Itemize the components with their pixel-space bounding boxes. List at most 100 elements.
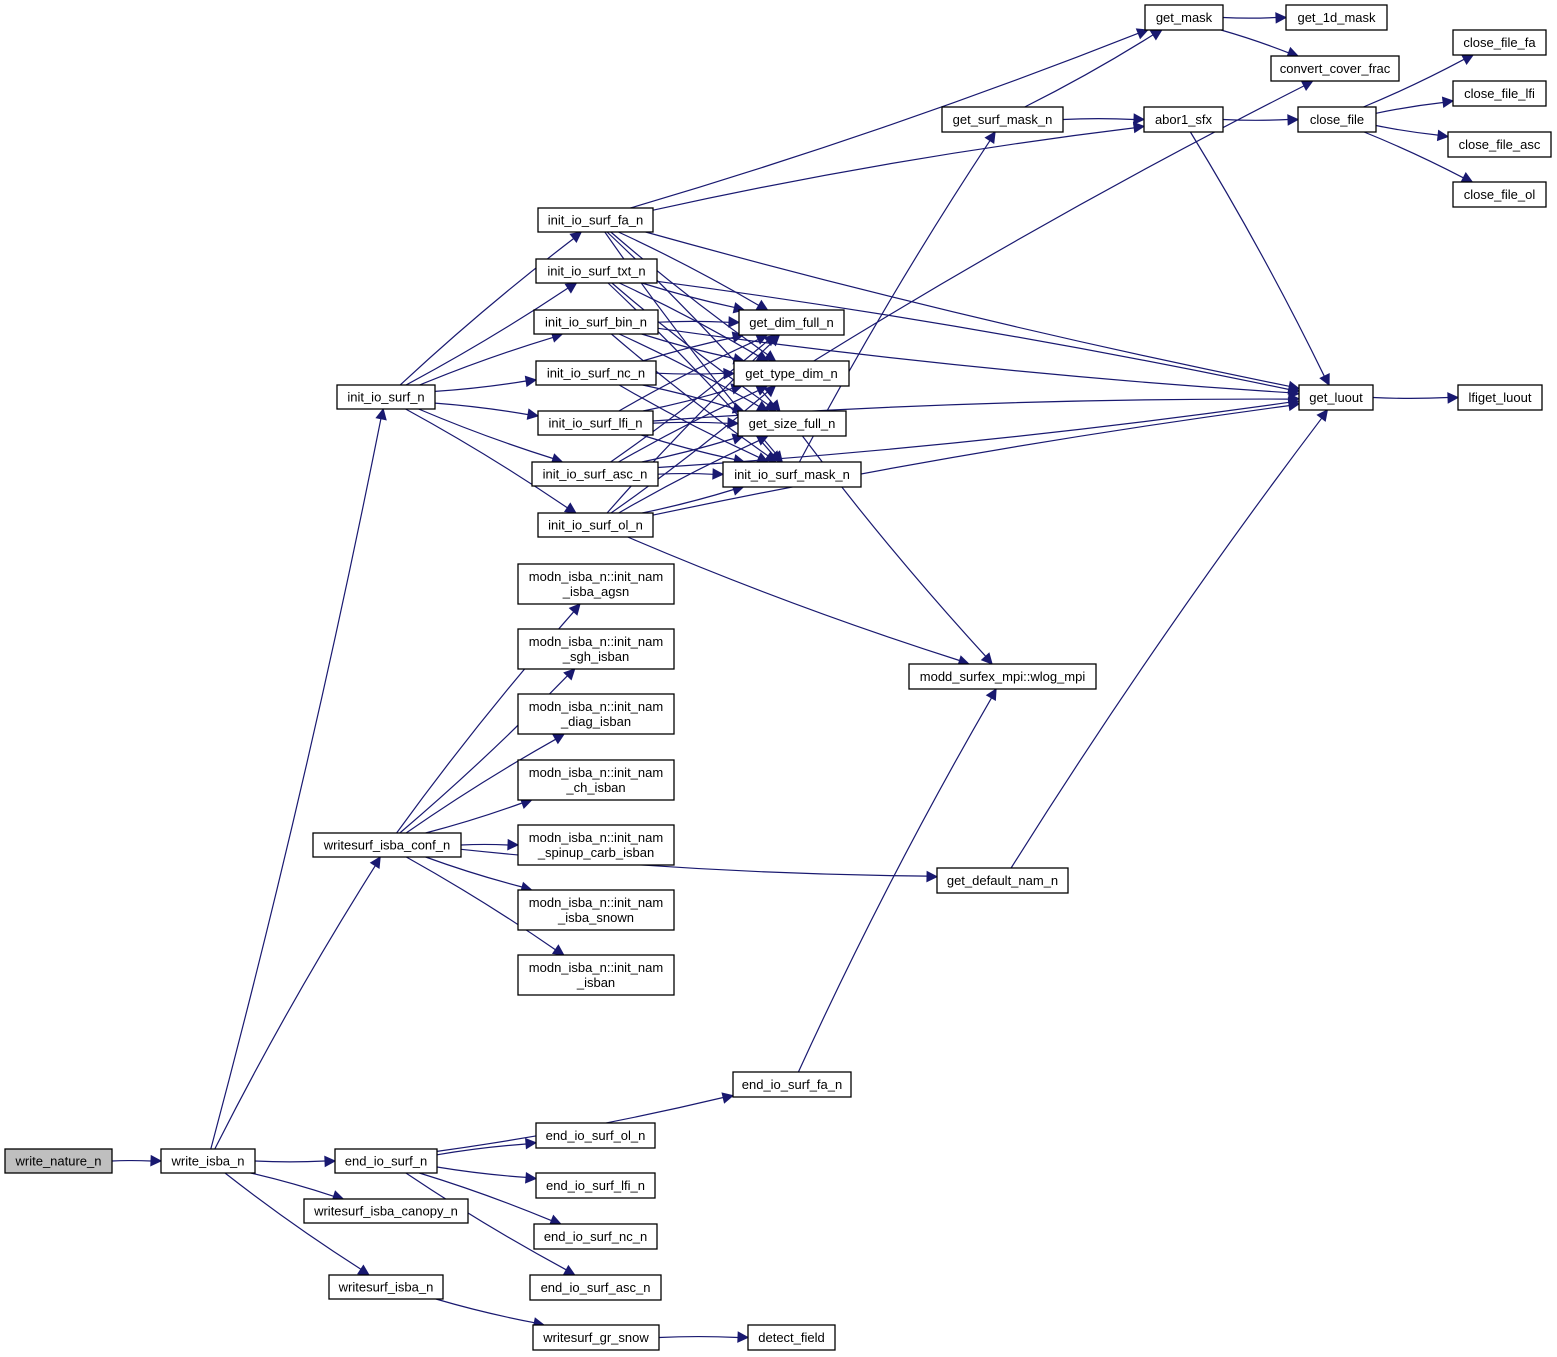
- node-label: writesurf_isba_conf_n: [323, 838, 450, 853]
- edge-line: [618, 440, 760, 514]
- arrowhead-icon: [712, 468, 725, 480]
- node-init_nam_diag_isban[interactable]: modn_isba_n::init_nam_diag_isban: [517, 693, 675, 735]
- node-label: get_type_dim_n: [745, 366, 838, 381]
- edge-writesurf_isba_n-to-writesurf_gr_snow: [435, 1298, 546, 1329]
- arrowhead-icon: [525, 1137, 538, 1150]
- node-end_io_surf_nc_n[interactable]: end_io_surf_nc_n: [533, 1223, 658, 1250]
- node-get_luout[interactable]: get_luout: [1298, 384, 1374, 411]
- node-label: modn_isba_n::init_nam: [529, 830, 663, 845]
- node-label: init_io_surf_nc_n: [547, 366, 645, 381]
- node-label: modn_isba_n::init_nam: [529, 895, 663, 910]
- node-box: [533, 309, 659, 335]
- node-label: end_io_surf_lfi_n: [546, 1178, 645, 1193]
- arrowhead-icon: [763, 385, 777, 398]
- edge-init_io_surf_txt_n-to-get_dim_full_n: [641, 282, 746, 314]
- node-get_1d_mask[interactable]: get_1d_mask: [1285, 4, 1388, 31]
- node-init_nam_spinup_carb_isban[interactable]: modn_isba_n::init_nam_spinup_carb_isban: [517, 824, 675, 866]
- node-box: [533, 1223, 658, 1250]
- arrowhead-icon: [1300, 80, 1314, 91]
- node-writesurf_isba_conf_n[interactable]: writesurf_isba_conf_n: [312, 832, 462, 858]
- arrowhead-icon: [1447, 392, 1460, 404]
- node-end_io_surf_ol_n[interactable]: end_io_surf_ol_n: [535, 1122, 656, 1149]
- edge-abor1_sfx-to-get_luout: [1189, 131, 1330, 387]
- nodes-layer: write_nature_n write_isba_n init_io_surf_n…: [4, 4, 1552, 1351]
- node-write_isba_n[interactable]: write_isba_n: [160, 1148, 256, 1174]
- edge-line: [1375, 124, 1439, 136]
- node-label: end_io_surf_fa_n: [742, 1077, 842, 1092]
- arrowhead-icon: [1133, 113, 1146, 125]
- arrowhead-icon: [755, 435, 769, 446]
- edge-get_mask-to-convert_cover_frac: [1220, 29, 1300, 58]
- edge-line: [1372, 396, 1449, 399]
- node-init_io_surf_bin_n[interactable]: init_io_surf_bin_n: [533, 309, 659, 335]
- node-box: [517, 954, 675, 996]
- edge-get_luout-to-lfiget_luout: [1372, 392, 1460, 404]
- node-end_io_surf_asc_n[interactable]: end_io_surf_asc_n: [529, 1274, 662, 1301]
- edge-abor1_sfx-to-close_file: [1222, 114, 1300, 126]
- edge-line: [652, 127, 1135, 211]
- node-label: get_luout: [1309, 390, 1363, 405]
- node-detect_field[interactable]: detect_field: [747, 1324, 836, 1351]
- node-init_io_surf_fa_n[interactable]: init_io_surf_fa_n: [537, 207, 654, 233]
- node-box: [1297, 106, 1377, 133]
- edge-line: [425, 856, 523, 888]
- edge-line: [254, 1160, 326, 1163]
- node-label: init_io_surf_lfi_n: [549, 416, 643, 431]
- edge-line: [434, 380, 527, 392]
- node-get_default_nam_n[interactable]: get_default_nam_n: [936, 867, 1069, 894]
- node-abor1_sfx[interactable]: abor1_sfx: [1143, 106, 1224, 133]
- node-init_nam_isba_snown[interactable]: modn_isba_n::init_nam_isba_snown: [517, 889, 675, 931]
- node-wlog_mpi[interactable]: modd_surfex_mpi::wlog_mpi: [908, 663, 1097, 690]
- arrowhead-icon: [569, 231, 583, 244]
- node-get_mask[interactable]: get_mask: [1144, 4, 1224, 31]
- node-init_io_surf_mask_n[interactable]: init_io_surf_mask_n: [722, 461, 862, 488]
- node-label: detect_field: [758, 1330, 825, 1345]
- edge-line: [642, 336, 734, 362]
- node-init_io_surf_n[interactable]: init_io_surf_n: [336, 384, 436, 410]
- arrowhead-icon: [552, 733, 566, 745]
- node-label: modn_isba_n::init_nam: [529, 765, 663, 780]
- node-init_io_surf_ol_n[interactable]: init_io_surf_ol_n: [537, 512, 654, 538]
- edge-init_io_surf_n-to-init_io_surf_lfi_n: [434, 402, 540, 420]
- edge-line: [652, 405, 1290, 516]
- arrowhead-icon: [1287, 114, 1300, 126]
- node-init_io_surf_lfi_n[interactable]: init_io_surf_lfi_n: [537, 410, 654, 436]
- node-end_io_surf_lfi_n[interactable]: end_io_surf_lfi_n: [535, 1172, 656, 1199]
- node-lfiget_luout[interactable]: lfiget_luout: [1457, 384, 1543, 411]
- node-init_io_surf_txt_n[interactable]: init_io_surf_txt_n: [535, 258, 658, 284]
- node-label: write_nature_n: [15, 1154, 102, 1169]
- node-box: [537, 410, 654, 436]
- node-init_nam_isban[interactable]: modn_isba_n::init_nam_isban: [517, 954, 675, 996]
- edge-close_file-to-close_file_asc: [1375, 124, 1450, 142]
- node-init_io_surf_nc_n[interactable]: init_io_surf_nc_n: [535, 360, 657, 386]
- node-label: lfiget_luout: [1469, 390, 1532, 405]
- edge-get_mask-to-get_1d_mask: [1222, 12, 1288, 24]
- node-end_io_surf_n[interactable]: end_io_surf_n: [334, 1148, 438, 1174]
- node-write_nature_n[interactable]: write_nature_n: [4, 1148, 113, 1174]
- edge-writesurf_isba_conf_n-to-init_nam_isba_snown: [425, 856, 533, 893]
- arrowhead-icon: [563, 668, 576, 681]
- node-get_type_dim_n[interactable]: get_type_dim_n: [733, 360, 850, 387]
- node-close_file_asc[interactable]: close_file_asc: [1447, 131, 1552, 158]
- node-writesurf_gr_snow[interactable]: writesurf_gr_snow: [532, 1324, 660, 1351]
- edge-writesurf_gr_snow-to-detect_field: [658, 1331, 750, 1343]
- node-get_size_full_n[interactable]: get_size_full_n: [737, 410, 847, 437]
- node-get_surf_mask_n[interactable]: get_surf_mask_n: [941, 106, 1064, 133]
- node-init_nam_isba_agsn[interactable]: modn_isba_n::init_nam_isba_agsn: [517, 563, 675, 605]
- edge-get_surf_mask_n-to-abor1_sfx: [1062, 113, 1146, 125]
- node-init_io_surf_asc_n[interactable]: init_io_surf_asc_n: [531, 461, 659, 487]
- node-close_file[interactable]: close_file: [1297, 106, 1377, 133]
- node-convert_cover_frac[interactable]: convert_cover_frac: [1270, 55, 1400, 82]
- node-init_nam_sgh_isban[interactable]: modn_isba_n::init_nam_sgh_isban: [517, 628, 675, 670]
- node-label: _sgh_isban: [562, 649, 630, 664]
- node-close_file_lfi[interactable]: close_file_lfi: [1452, 80, 1547, 107]
- node-close_file_fa[interactable]: close_file_fa: [1452, 29, 1547, 56]
- node-writesurf_isba_canopy_n[interactable]: writesurf_isba_canopy_n: [303, 1198, 469, 1224]
- arrowhead-icon: [524, 375, 538, 388]
- node-get_dim_full_n[interactable]: get_dim_full_n: [738, 309, 845, 336]
- node-end_io_surf_fa_n[interactable]: end_io_surf_fa_n: [732, 1071, 852, 1098]
- node-close_file_ol[interactable]: close_file_ol: [1452, 181, 1547, 208]
- node-writesurf_isba_n[interactable]: writesurf_isba_n: [328, 1274, 444, 1300]
- node-init_nam_ch_isban[interactable]: modn_isba_n::init_nam_ch_isban: [517, 759, 675, 801]
- edge-line: [399, 238, 575, 386]
